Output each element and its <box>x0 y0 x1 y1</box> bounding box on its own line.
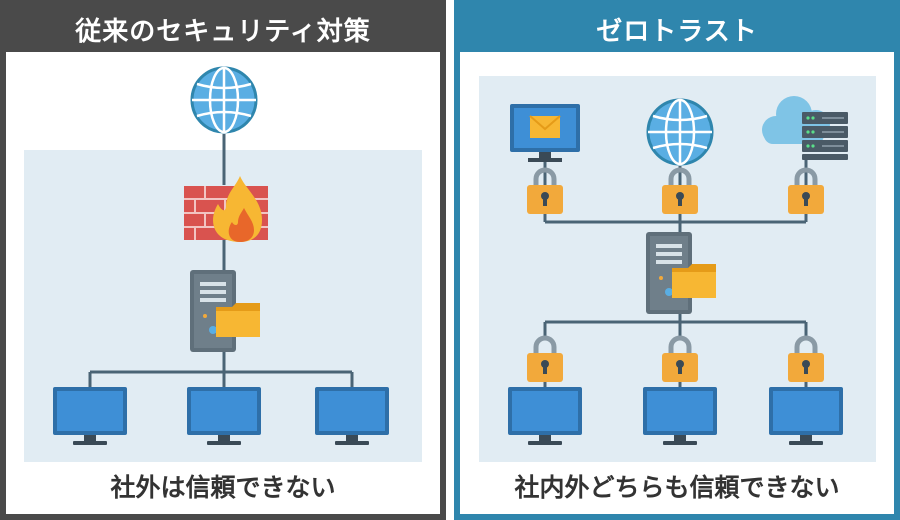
panel-caption: 社内外どちらも信頼できない <box>514 473 840 502</box>
folder-icon <box>216 303 260 337</box>
mail-monitor-icon <box>510 104 580 162</box>
cloud-server-icon <box>762 96 848 160</box>
traditional-security-panel: 従来のセキュリティ対策 社外は信頼できない <box>0 0 446 520</box>
panel-caption: 社外は信頼できない <box>110 473 336 502</box>
network-lines <box>88 134 354 387</box>
internet-globe-icon <box>646 98 714 166</box>
panel-title: ゼロトラスト <box>460 6 894 52</box>
folder-icon <box>672 264 716 298</box>
panel-title: 従来のセキュリティ対策 <box>6 6 440 52</box>
zero-trust-panel: ゼロトラスト 社内外どちらも信頼できない <box>454 0 900 520</box>
firewall-icon <box>184 176 268 242</box>
internet-globe-icon <box>190 66 258 134</box>
